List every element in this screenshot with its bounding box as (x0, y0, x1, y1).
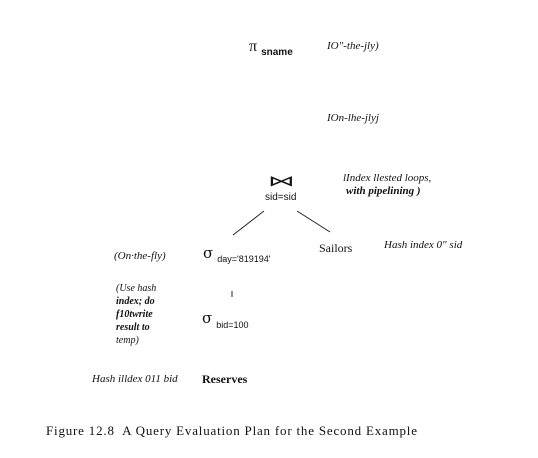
select-bid-annotation-line1: (Use hash (116, 283, 157, 294)
projection-attribute: sname (261, 47, 293, 58)
sigma-symbol: σ (203, 244, 214, 262)
edge-join-to-select-day (232, 210, 265, 236)
select-day-annotation: (On·the-fly) (114, 250, 166, 262)
edge-join-to-sailors (296, 210, 331, 233)
select-day-node: σ day='819194' (203, 244, 271, 264)
select-bid-node: σ bid=100 (202, 309, 249, 330)
select-bid-annotation-line3: f10twrite (116, 309, 153, 320)
join-annotation-line2: with pipelining ) (346, 185, 421, 197)
reserves-annotation: Hash illdex 011 bid (92, 373, 178, 385)
sigma-symbol: σ (202, 309, 213, 327)
projection-annotation-2: IOn-lhe-jlyj (327, 112, 379, 124)
select-day-condition: day='819194' (217, 254, 271, 264)
projection-annotation: IO"-the-jly) (327, 40, 379, 52)
join-annotation-line1: lIndex llested loops, (343, 172, 432, 184)
pi-symbol: π (249, 38, 258, 55)
join-symbol: ⋈ (268, 172, 295, 190)
figure-caption: Figure 12.8 A Query Evaluation Plan for … (46, 423, 418, 438)
select-bid-annotation-line2: index; do (116, 296, 155, 307)
select-bid-annotation: (Use hash index; do f10twrite result to … (116, 282, 156, 347)
sailors-relation: Sailors (319, 241, 353, 255)
select-bid-annotation-line5: temp) (116, 335, 139, 346)
select-bid-condition: bid=100 (216, 320, 249, 330)
reserves-relation: Reserves (202, 372, 248, 386)
join-condition: sid=sid (265, 192, 297, 203)
projection-node: π sname (249, 38, 293, 58)
select-bid-annotation-line4: result to (116, 322, 150, 333)
sailors-annotation: Hash index 0" sid (384, 239, 463, 251)
